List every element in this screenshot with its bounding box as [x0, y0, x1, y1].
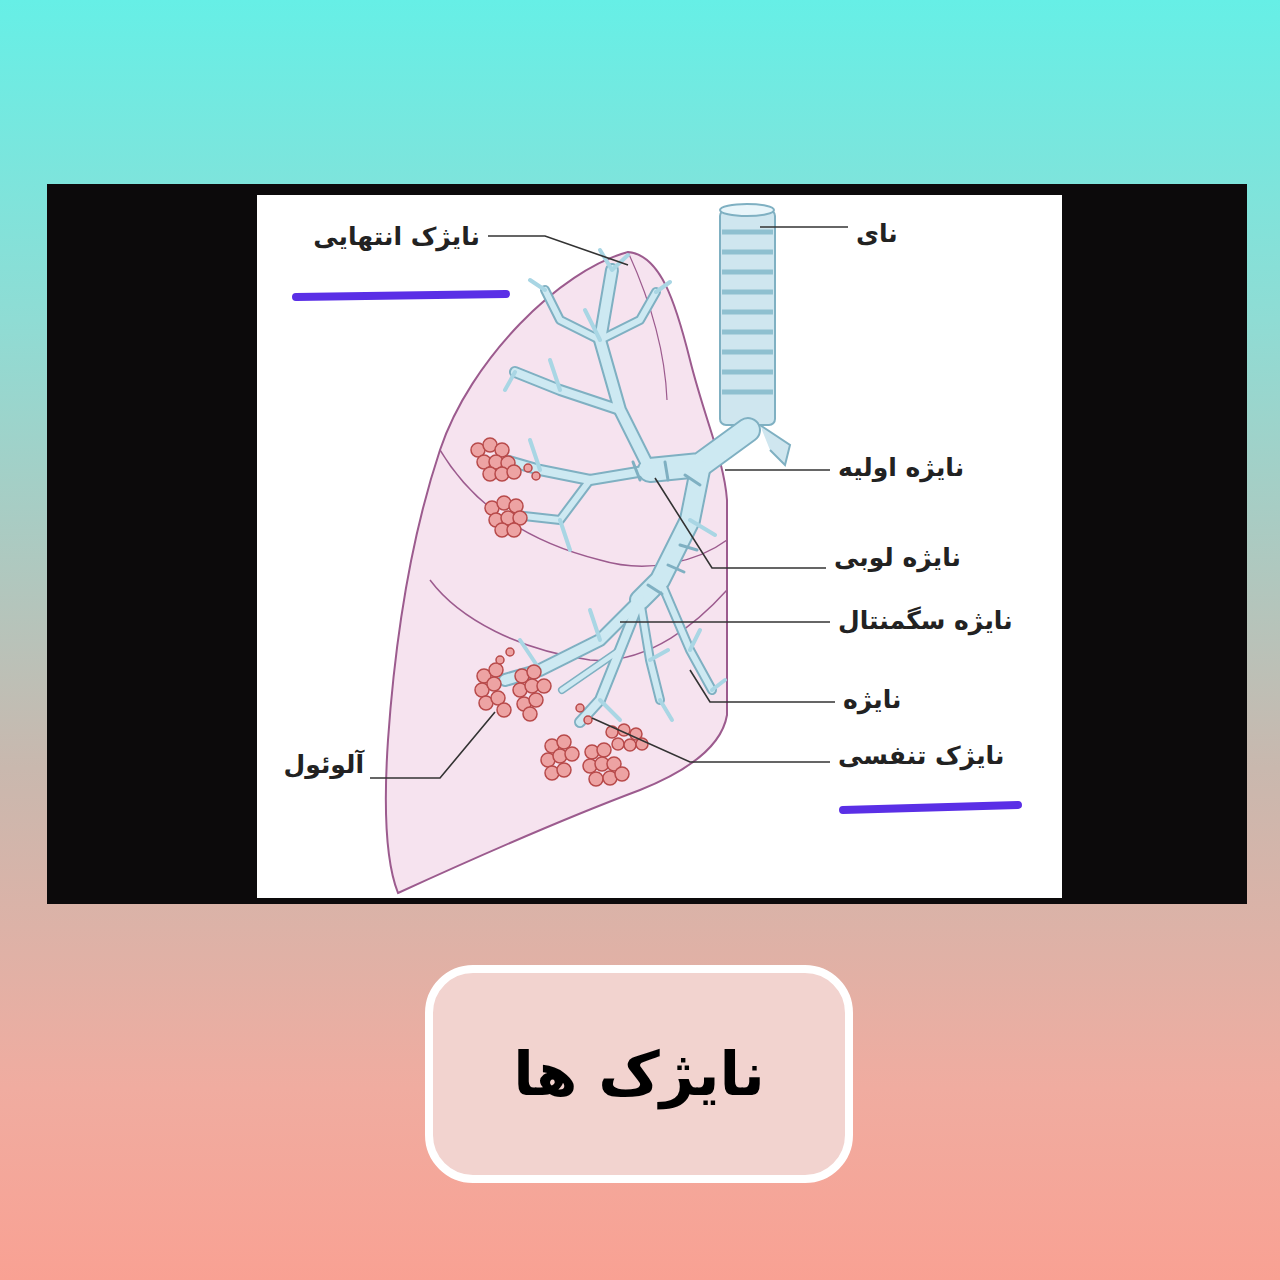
part-label: نایژه اولیه — [838, 453, 964, 483]
dark-panel — [47, 184, 1247, 904]
lung-outline — [386, 252, 727, 893]
image-ground — [257, 195, 1062, 898]
highlight-underline — [843, 805, 1018, 810]
part-label: نایژک انتهایی — [313, 222, 480, 252]
trachea — [720, 210, 775, 425]
highlight-underline — [296, 294, 506, 297]
part-label: نایژک تنفسی — [838, 741, 1004, 771]
part-label: آلوئول — [284, 750, 364, 780]
alveoli-clusters — [471, 438, 648, 786]
bronchial-tree — [505, 250, 748, 722]
trachea-rings — [722, 232, 773, 392]
part-label: نایژه لوبی — [834, 543, 961, 573]
part-label: نای — [856, 219, 898, 249]
trachea-top — [720, 204, 774, 216]
leader-lines — [370, 227, 848, 778]
title-text: نایژک ها — [425, 965, 853, 1183]
part-label: نایژه — [843, 685, 901, 715]
right-bronchus-stub — [760, 425, 790, 465]
part-label: نایژه سگمنتال — [838, 606, 1013, 636]
